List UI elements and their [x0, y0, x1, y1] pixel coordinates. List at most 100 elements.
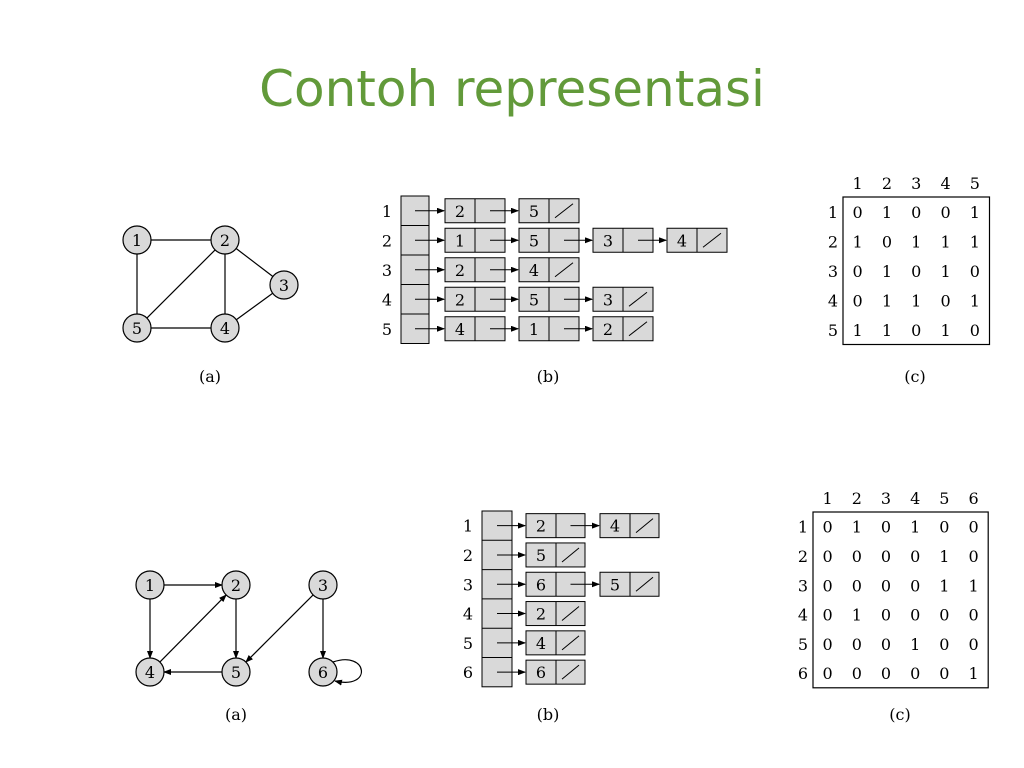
matrix-cell: 0 — [853, 203, 863, 222]
list-node-value: 2 — [536, 517, 546, 536]
null-pointer-slash — [554, 262, 574, 278]
matrix-cell: 1 — [969, 576, 979, 595]
matrix-row-header: 6 — [798, 664, 808, 683]
matrix-cell: 0 — [823, 576, 833, 595]
edge-2-5 — [146, 249, 216, 319]
node-label-3: 3 — [279, 276, 289, 295]
node-label-1: 1 — [145, 576, 155, 595]
list-node-value: 2 — [455, 202, 465, 221]
null-pointer-slash — [628, 291, 648, 307]
matrix-cell: 1 — [940, 321, 950, 340]
matrix-cell: 0 — [881, 547, 891, 566]
matrix-row-header: 4 — [798, 606, 808, 625]
list-node-value: 3 — [603, 231, 613, 250]
node-5 — [122, 313, 152, 343]
matrix-cell: 0 — [970, 321, 980, 340]
list-node-value: 5 — [536, 546, 546, 565]
matrix-cell: 0 — [823, 664, 833, 683]
matrix-cell: 1 — [853, 321, 863, 340]
node-label-4: 4 — [220, 319, 230, 338]
edge-4-3 — [235, 292, 274, 321]
matrix-cell: 0 — [823, 606, 833, 625]
list-node-value: 4 — [677, 231, 687, 250]
node-label-6: 6 — [318, 663, 328, 682]
list-node-value: 2 — [455, 290, 465, 309]
matrix-cell: 1 — [910, 635, 920, 654]
matrix-cell: 1 — [970, 203, 980, 222]
matrix-row-header: 3 — [798, 576, 808, 595]
matrix-border — [812, 511, 989, 689]
matrix-cell: 0 — [969, 606, 979, 625]
list-node-value: 2 — [455, 261, 465, 280]
matrix-cell: 0 — [852, 547, 862, 566]
caption-b: (b) — [537, 705, 560, 724]
matrix-cell: 0 — [939, 664, 949, 683]
null-pointer-slash — [561, 547, 580, 563]
matrix-cell: 1 — [969, 664, 979, 683]
matrix-cell: 1 — [939, 576, 949, 595]
matrix-col-header: 6 — [969, 489, 979, 508]
matrix-cell: 0 — [969, 635, 979, 654]
list-row-label: 1 — [382, 202, 392, 221]
list-row-label: 2 — [463, 546, 473, 565]
null-pointer-slash — [561, 664, 580, 680]
edge-3-5 — [245, 594, 314, 663]
matrix-cell: 0 — [852, 576, 862, 595]
self-loop-6 — [332, 659, 362, 686]
node-2 — [210, 225, 240, 255]
matrix-col-header: 4 — [940, 174, 950, 193]
matrix-cell: 1 — [940, 232, 950, 251]
node-label-1: 1 — [132, 231, 142, 250]
matrix-cell: 0 — [823, 518, 833, 537]
matrix-cell: 1 — [940, 262, 950, 281]
matrix-col-header: 2 — [852, 489, 862, 508]
matrix-cell: 1 — [970, 232, 980, 251]
matrix-row-header: 5 — [828, 321, 838, 340]
node-4 — [210, 313, 240, 343]
caption-a: (a) — [225, 705, 247, 724]
node-6 — [308, 657, 338, 687]
matrix-cell: 0 — [911, 321, 921, 340]
matrix-col-header: 1 — [853, 174, 863, 193]
matrix-cell: 1 — [939, 547, 949, 566]
matrix-cell: 0 — [881, 664, 891, 683]
list-row-label: 4 — [382, 290, 392, 309]
matrix-cell: 0 — [852, 635, 862, 654]
node-label-3: 3 — [318, 576, 328, 595]
node-label-2: 2 — [231, 576, 241, 595]
matrix-cell: 1 — [852, 606, 862, 625]
null-pointer-slash — [561, 635, 580, 651]
matrix-cell: 1 — [970, 291, 980, 310]
matrix-cell: 0 — [910, 547, 920, 566]
matrix-cell: 0 — [939, 606, 949, 625]
node-4 — [135, 657, 165, 687]
matrix-cell: 1 — [882, 321, 892, 340]
matrix-border — [842, 196, 991, 346]
matrix-cell: 1 — [882, 203, 892, 222]
list-node-value: 3 — [603, 290, 613, 309]
matrix-cell: 0 — [911, 203, 921, 222]
matrix-cell: 0 — [853, 262, 863, 281]
list-node-value: 4 — [529, 261, 539, 280]
null-pointer-slash — [635, 576, 654, 592]
matrix-cell: 0 — [970, 262, 980, 281]
matrix-cell: 1 — [852, 518, 862, 537]
matrix-cell: 0 — [823, 547, 833, 566]
caption-b: (b) — [537, 367, 560, 386]
list-node-value: 6 — [536, 663, 546, 682]
matrix-row-header: 4 — [828, 291, 838, 310]
matrix-cell: 0 — [881, 606, 891, 625]
list-row-label: 6 — [463, 663, 473, 682]
matrix-cell: 0 — [853, 291, 863, 310]
list-node-value: 6 — [536, 575, 546, 594]
matrix-col-header: 3 — [911, 174, 921, 193]
matrix-cell: 0 — [939, 518, 949, 537]
node-5 — [221, 657, 251, 687]
matrix-cell: 0 — [911, 262, 921, 281]
